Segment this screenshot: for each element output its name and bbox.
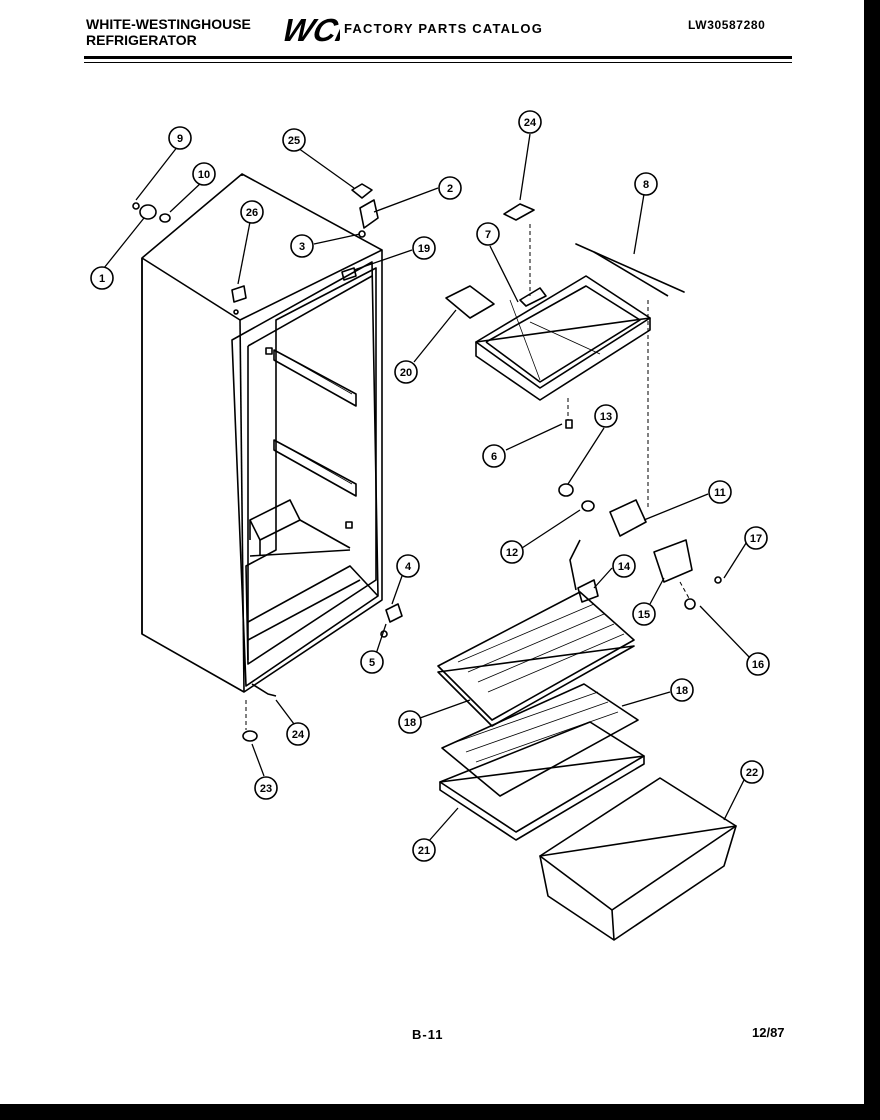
svg-text:16: 16: [752, 659, 764, 671]
callout-3: 3: [290, 234, 314, 258]
model-number: LW30587280: [688, 18, 766, 32]
svg-text:23: 23: [260, 783, 272, 795]
freezer-compartment: [445, 203, 685, 429]
brand-line2: REFRIGERATOR: [86, 32, 197, 48]
catalog-title: FACTORY PARTS CATALOG: [344, 21, 544, 36]
callout-11: 11: [708, 480, 732, 504]
svg-text:24: 24: [292, 729, 305, 741]
svg-text:WCI: WCI: [279, 12, 340, 46]
callout-17: 17: [744, 526, 768, 550]
svg-text:26: 26: [246, 207, 258, 219]
callout-14: 14: [612, 554, 636, 578]
wire-shelf-lower: [441, 683, 639, 797]
svg-text:24: 24: [524, 117, 537, 129]
callout-27: 26: [240, 200, 264, 224]
cabinet-drawing: [141, 173, 383, 693]
svg-text:1: 1: [99, 273, 105, 285]
callout-13: 13: [594, 404, 618, 428]
svg-text:25: 25: [288, 135, 300, 147]
svg-text:13: 13: [600, 411, 612, 423]
svg-text:22: 22: [746, 767, 758, 779]
svg-text:21: 21: [418, 845, 430, 857]
header-rule-thin: [84, 62, 792, 63]
hinge-parts: [132, 183, 403, 742]
svg-text:19: 19: [418, 243, 430, 255]
svg-text:17: 17: [750, 533, 762, 545]
svg-text:3: 3: [299, 241, 305, 253]
brand-block: WHITE-WESTINGHOUSE REFRIGERATOR: [86, 16, 251, 48]
svg-text:15: 15: [638, 609, 650, 621]
callouts: 9 10 1 25 2 3 19 26 24 7 8 20 6 13 11 12…: [90, 110, 770, 862]
catalog-date: 12/87: [752, 1025, 785, 1040]
scan-edge-right: [864, 0, 880, 1120]
crisper-cover: [439, 721, 645, 841]
callout-2: 2: [438, 176, 462, 200]
svg-text:12: 12: [506, 547, 518, 559]
svg-text:14: 14: [618, 561, 631, 573]
callout-4: 4: [396, 554, 420, 578]
svg-text:5: 5: [369, 657, 375, 669]
svg-text:6: 6: [491, 451, 497, 463]
callout-6: 6: [482, 444, 506, 468]
callout-9: 9: [168, 126, 192, 150]
callout-1: 1: [90, 266, 114, 290]
svg-text:8: 8: [643, 179, 649, 191]
svg-text:4: 4: [405, 561, 412, 573]
callout-26: 25: [282, 128, 306, 152]
svg-text:9: 9: [177, 133, 183, 145]
svg-text:18: 18: [676, 685, 688, 697]
callout-20: 20: [394, 360, 418, 384]
brand-line1: WHITE-WESTINGHOUSE: [86, 16, 251, 32]
callout-22: 22: [740, 760, 764, 784]
callout-24: 24: [286, 722, 310, 746]
callout-8: 8: [634, 172, 658, 196]
control-parts: [558, 483, 722, 610]
callout-15: 15: [632, 602, 656, 626]
callout-25: 24: [518, 110, 542, 134]
callout-12: 12: [500, 540, 524, 564]
page-number: B-11: [412, 1027, 444, 1042]
svg-text:18: 18: [404, 717, 416, 729]
svg-text:20: 20: [400, 367, 412, 379]
callout-21: 21: [412, 838, 436, 862]
svg-text:10: 10: [198, 169, 210, 181]
callout-18-upper: 18: [398, 710, 422, 734]
callout-5: 5: [360, 650, 384, 674]
crisper-drawer: [539, 777, 737, 941]
callout-16: 16: [746, 652, 770, 676]
header-rule: [84, 56, 792, 59]
callout-10: 10: [192, 162, 216, 186]
wire-shelf-upper: [437, 591, 635, 727]
callout-18-lower: 18: [670, 678, 694, 702]
scan-edge-bottom: [0, 1104, 880, 1120]
callout-23: 23: [254, 776, 278, 800]
wci-logo: WCI: [279, 12, 340, 46]
svg-text:7: 7: [485, 229, 491, 241]
callout-19: 19: [412, 236, 436, 260]
svg-text:11: 11: [714, 487, 726, 499]
svg-text:2: 2: [447, 183, 453, 195]
callout-7: 7: [476, 222, 500, 246]
